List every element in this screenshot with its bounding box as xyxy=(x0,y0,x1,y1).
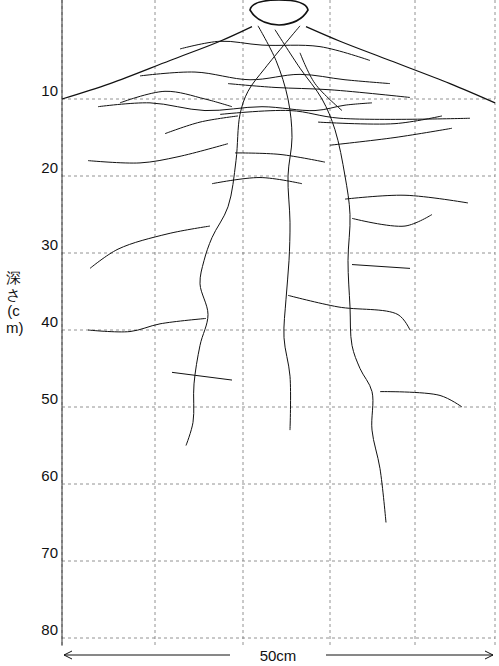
root-line xyxy=(186,26,300,446)
root-line xyxy=(380,392,462,407)
depth-tick: 50 xyxy=(41,391,58,406)
root-line xyxy=(165,116,238,134)
root-line xyxy=(88,144,228,163)
depth-tick: 10 xyxy=(41,83,58,98)
grid-line xyxy=(62,176,495,177)
grid-line xyxy=(62,330,495,331)
grid-line xyxy=(155,0,156,646)
root-line xyxy=(120,91,232,106)
axis-line xyxy=(62,0,63,646)
root-line xyxy=(88,318,206,331)
dimension-line xyxy=(326,655,493,656)
grid-line xyxy=(330,0,331,646)
root-line xyxy=(180,41,370,60)
grid xyxy=(62,0,495,646)
root-line xyxy=(318,116,442,124)
axis-title: 深さ(cm) xyxy=(6,270,21,336)
grid-line xyxy=(243,0,244,646)
grid-line xyxy=(62,407,495,408)
grid-line xyxy=(62,253,495,254)
arrow-head xyxy=(64,651,72,659)
root-line xyxy=(330,128,452,145)
root-line xyxy=(352,265,410,269)
depth-tick: 80 xyxy=(41,622,58,637)
plant-base xyxy=(250,0,308,25)
root-line xyxy=(235,153,325,162)
root-line xyxy=(228,84,410,98)
width-dimension: 50cm xyxy=(256,648,301,663)
grid-line xyxy=(62,0,63,646)
soil-mound xyxy=(62,27,252,99)
grid-line xyxy=(495,0,496,646)
root-line xyxy=(212,178,302,184)
depth-tick: 70 xyxy=(41,545,58,560)
root-line xyxy=(345,195,468,203)
depth-tick: 40 xyxy=(41,314,58,329)
grid-line xyxy=(62,99,495,100)
root-line xyxy=(172,372,232,380)
root-line xyxy=(90,226,210,268)
grid-line xyxy=(415,0,416,646)
root-line xyxy=(352,215,432,227)
depth-tick: 30 xyxy=(41,237,58,252)
root-line xyxy=(98,103,372,111)
grid-line xyxy=(62,484,495,485)
depth-tick: 60 xyxy=(41,468,58,483)
root-system xyxy=(88,26,470,523)
soil-mound xyxy=(306,27,495,103)
grid-line xyxy=(62,638,495,639)
grid-line xyxy=(62,561,495,562)
root-line xyxy=(300,53,342,111)
root-line xyxy=(288,295,410,330)
dimension-line xyxy=(64,655,230,656)
root-line xyxy=(140,72,390,84)
arrow-head xyxy=(485,651,493,659)
root-line xyxy=(275,30,386,523)
depth-tick: 20 xyxy=(41,160,58,175)
